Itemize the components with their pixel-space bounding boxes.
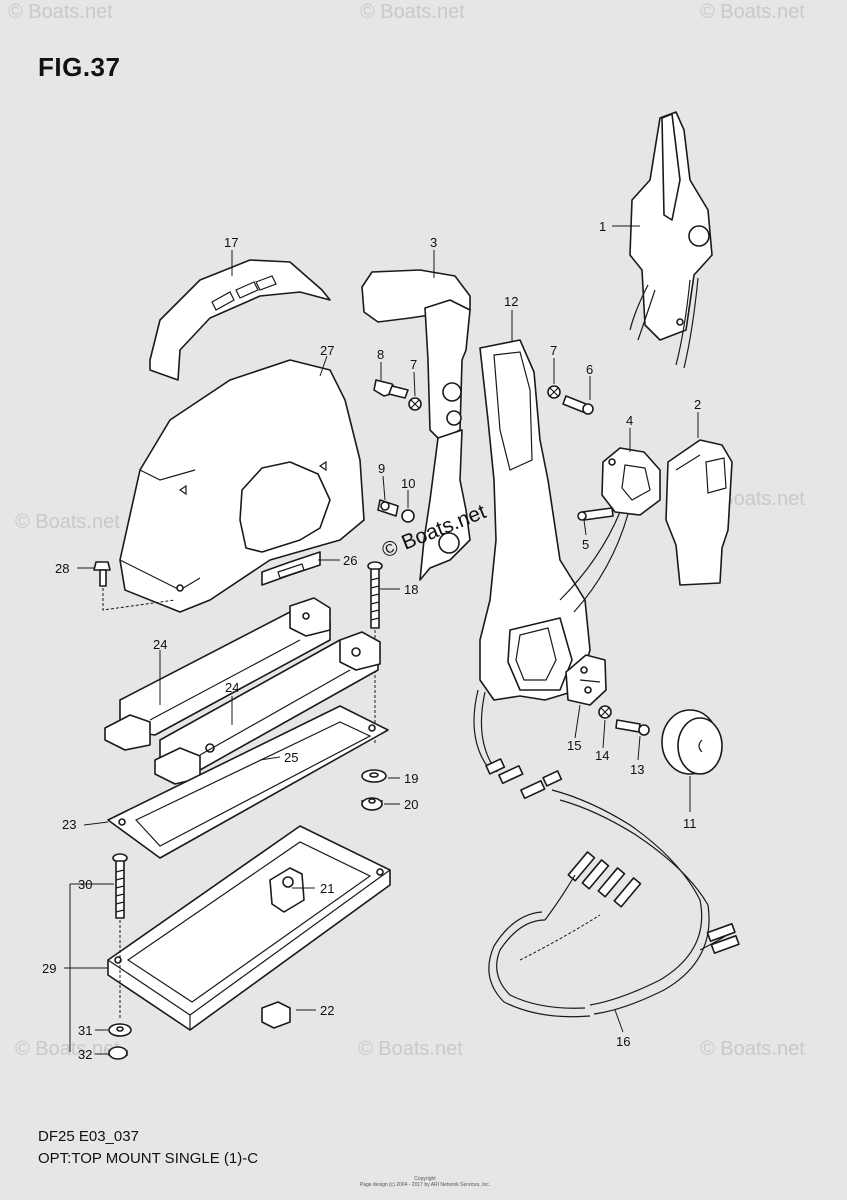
figure-code: DF25 E03_037	[38, 1128, 139, 1145]
callout-2: 2	[694, 397, 701, 412]
part-31-washer[interactable]	[108, 1023, 132, 1037]
callout-1: 1	[599, 219, 606, 234]
callout-19: 19	[404, 771, 418, 786]
watermark-mid-left: © Boats.net	[15, 511, 120, 533]
callout-25: 25	[284, 750, 298, 765]
callout-32: 32	[78, 1047, 92, 1062]
part-9-bolt[interactable]	[377, 499, 399, 517]
callout-numbers: 1 2 3 4 5 6 7 7 8 9 10 11 12 13 14 15 16…	[42, 219, 701, 1062]
part-27-housing[interactable]	[119, 359, 365, 613]
watermark-bottom-center: © Boats.net	[358, 1038, 463, 1060]
callout-9: 9	[378, 461, 385, 476]
callout-27: 27	[320, 343, 334, 358]
part-1-control-assembly[interactable]	[629, 111, 713, 369]
part-7-washer-left[interactable]	[408, 397, 422, 411]
part-29-base-frame[interactable]	[107, 825, 391, 1031]
part-16-wiring-harness[interactable]	[473, 689, 740, 1018]
callout-30: 30	[78, 877, 92, 892]
callout-24-upper: 24	[153, 637, 167, 652]
callout-6: 6	[586, 362, 593, 377]
part-10-spacer[interactable]	[401, 509, 415, 523]
figure-name: OPT:TOP MOUNT SINGLE (1)-C	[38, 1150, 259, 1167]
watermark-top-left: © Boats.net	[8, 1, 113, 23]
part-32-nut[interactable]	[108, 1046, 128, 1060]
part-5-screw[interactable]	[577, 507, 614, 521]
part-14-washer[interactable]	[598, 705, 612, 719]
part-15-plate[interactable]	[565, 654, 607, 706]
part-23-gasket[interactable]	[107, 705, 389, 859]
callout-26: 26	[343, 553, 357, 568]
watermark-top-right: © Boats.net	[700, 1, 805, 23]
part-28-screw[interactable]	[93, 561, 176, 611]
copyright-line-2: Page design (c) 2004 - 2017 by ARI Netwo…	[359, 1182, 491, 1188]
callout-15: 15	[567, 738, 581, 753]
callout-17: 17	[224, 235, 238, 250]
callout-4: 4	[626, 413, 633, 428]
callout-23: 23	[62, 817, 76, 832]
callout-5: 5	[582, 537, 589, 552]
watermark-bottom-right: © Boats.net	[700, 1038, 805, 1060]
watermark-top-center: © Boats.net	[360, 1, 465, 23]
part-4-switch[interactable]	[559, 447, 661, 613]
part-6-screw[interactable]	[562, 395, 594, 415]
part-7-washer-right[interactable]	[547, 385, 561, 399]
callout-18: 18	[404, 582, 418, 597]
callout-14: 14	[595, 748, 609, 763]
callout-21: 21	[320, 881, 334, 896]
callout-8: 8	[377, 347, 384, 362]
callout-28: 28	[55, 561, 69, 576]
callout-20: 20	[404, 797, 418, 812]
callout-7-left: 7	[410, 357, 417, 372]
part-17-top-cover[interactable]	[149, 259, 331, 381]
part-26-plate[interactable]	[261, 551, 321, 586]
part-2-grip[interactable]	[665, 439, 733, 586]
callout-31: 31	[78, 1023, 92, 1038]
callout-24-lower: 24	[225, 680, 239, 695]
callout-22: 22	[320, 1003, 334, 1018]
callout-10: 10	[401, 476, 415, 491]
part-13-screw[interactable]	[615, 719, 650, 736]
callout-7-right: 7	[550, 343, 557, 358]
part-12-control-arm[interactable]	[479, 339, 591, 701]
figure-title: FIG.37	[38, 52, 121, 82]
part-22-clip[interactable]	[261, 1001, 291, 1029]
part-30-bolt[interactable]	[112, 853, 128, 1020]
part-11-cap[interactable]	[661, 709, 723, 775]
part-24-bracket-lower[interactable]	[154, 631, 381, 785]
part-21-clamp[interactable]	[269, 867, 305, 913]
callout-11: 11	[683, 816, 697, 831]
callout-12: 12	[504, 294, 518, 309]
part-8-bolt[interactable]	[373, 379, 409, 399]
copyright-line-1: Copyright	[414, 1176, 436, 1182]
watermark-bottom-left: © Boats.net	[15, 1038, 120, 1060]
part-3-lever-handle[interactable]	[361, 269, 471, 581]
callout-13: 13	[630, 762, 644, 777]
leader-lines	[64, 225, 699, 1055]
part-20-nut[interactable]	[361, 797, 383, 811]
part-24-bracket-upper[interactable]	[104, 597, 331, 751]
part-19-washer[interactable]	[361, 769, 387, 783]
callout-29: 29	[42, 961, 56, 976]
copyright-notice: Copyright Page design (c) 2004 - 2017 by…	[320, 1176, 530, 1188]
callout-3: 3	[430, 235, 437, 250]
callout-16: 16	[616, 1034, 630, 1049]
